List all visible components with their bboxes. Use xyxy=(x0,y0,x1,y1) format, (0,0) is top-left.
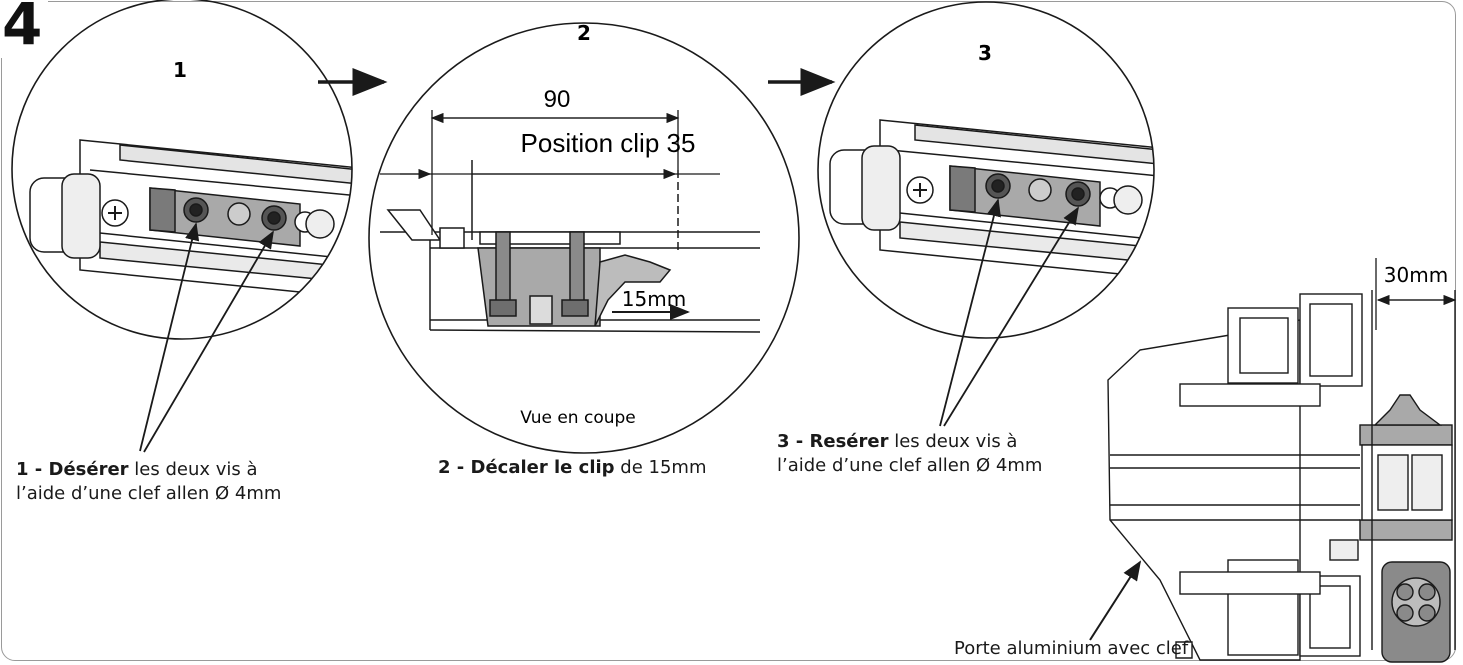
section-view xyxy=(380,160,761,333)
detail-circle-1: 1 xyxy=(11,0,353,453)
caption-step-3-line2: l’aide d’une clef allen Ø 4mm xyxy=(777,455,1043,476)
circle-1-label: 1 xyxy=(173,58,187,82)
caption-step-2-rest: de 15mm xyxy=(614,457,707,478)
caption-step-3: 3 - Resérer les deux vis à l’aide d’une … xyxy=(777,430,1042,478)
pointer-lines-1 xyxy=(139,222,274,453)
step-number: 4 xyxy=(0,0,49,58)
dimension-30mm-lines xyxy=(1375,258,1457,330)
aluminium-door-profile xyxy=(1107,290,1456,663)
caption-step-3-bold: 3 - Resérer xyxy=(777,431,889,452)
dimension-15mm: 15mm xyxy=(622,287,686,311)
dimension-90: 90 xyxy=(544,86,571,113)
door-label: Porte aluminium avec clef xyxy=(954,638,1189,659)
caption-step-2: 2 - Décaler le clip de 15mm xyxy=(438,456,706,480)
detail-circle-2: 2 90 Position clip 35 15mm Vue en coupe xyxy=(368,21,800,454)
detail-circle-3: 3 xyxy=(817,1,1155,427)
caption-step-1-line2: l’aide d’une clef allen Ø 4mm xyxy=(16,483,282,504)
section-view-label: Vue en coupe xyxy=(520,408,636,428)
dimension-lines xyxy=(380,110,720,320)
dimension-position-clip: Position clip 35 xyxy=(521,128,696,158)
rail-profile-1 xyxy=(29,139,352,301)
dimension-30mm: 30mm xyxy=(1384,263,1448,287)
door-label-pointer xyxy=(1089,560,1142,641)
rail-profile-3 xyxy=(829,119,1154,281)
caption-step-2-bold: 2 - Décaler le clip xyxy=(438,457,615,478)
circle-2-label: 2 xyxy=(577,21,591,45)
caption-step-1-bold: 1 - Désérer xyxy=(16,459,129,480)
circle-3-label: 3 xyxy=(978,41,992,65)
caption-step-1-line1: les deux vis à xyxy=(128,459,258,480)
caption-step-3-line1: les deux vis à xyxy=(888,431,1018,452)
caption-step-1: 1 - Désérer les deux vis à l’aide d’une … xyxy=(16,458,281,506)
pointer-lines-3 xyxy=(939,198,1079,427)
